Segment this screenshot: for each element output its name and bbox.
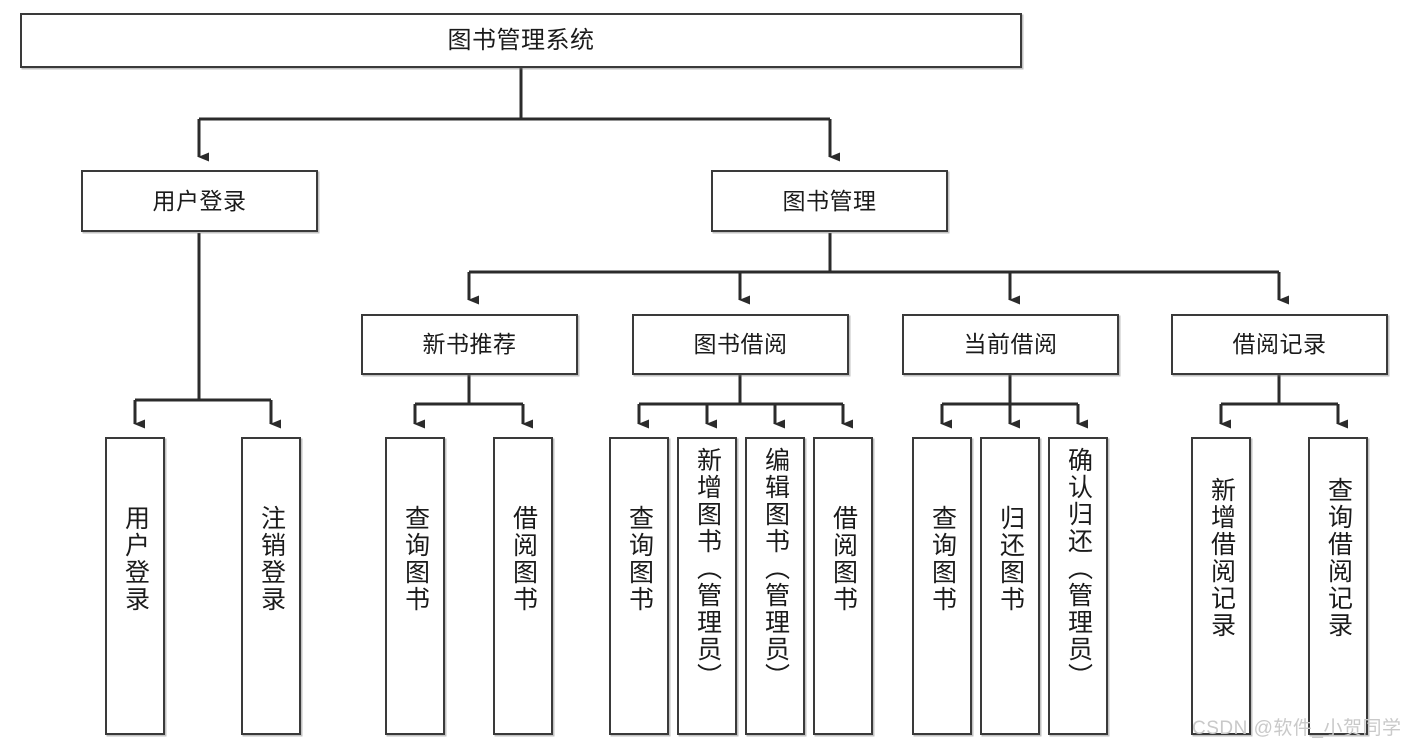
node-label: 用户登录 xyxy=(121,505,150,613)
node-label: 确认归还（管理员） xyxy=(1064,447,1093,690)
node-user-login[interactable]: 用户登录 xyxy=(81,170,318,232)
node-root-system[interactable]: 图书管理系统 xyxy=(20,13,1022,68)
leaf-book-borrow-edit-book[interactable]: 编辑图书（管理员） xyxy=(745,437,805,735)
leaf-book-borrow-query-book[interactable]: 查询图书 xyxy=(609,437,669,735)
node-label: 新增图书（管理员） xyxy=(693,447,722,690)
leaf-new-book-query-book[interactable]: 查询图书 xyxy=(385,437,445,735)
node-label: 查询图书 xyxy=(928,505,957,613)
leaf-new-book-borrow-book[interactable]: 借阅图书 xyxy=(493,437,553,735)
node-label: 借阅图书 xyxy=(829,505,858,613)
node-label: 编辑图书（管理员） xyxy=(761,447,790,690)
leaf-user-login-login[interactable]: 用户登录 xyxy=(105,437,165,735)
node-label: 查询图书 xyxy=(401,505,430,613)
leaf-current-borrow-query-book[interactable]: 查询图书 xyxy=(912,437,972,735)
node-label: 图书借阅 xyxy=(693,331,788,358)
node-label: 归还图书 xyxy=(996,505,1025,613)
node-new-book-recommend[interactable]: 新书推荐 xyxy=(361,314,578,375)
node-label: 用户登录 xyxy=(152,187,247,214)
leaf-current-borrow-confirm-return[interactable]: 确认归还（管理员） xyxy=(1048,437,1108,735)
leaf-borrow-record-query-record[interactable]: 查询借阅记录 xyxy=(1308,437,1368,735)
node-label: 新增借阅记录 xyxy=(1207,477,1236,639)
node-label: 新书推荐 xyxy=(422,331,517,358)
node-label: 查询借阅记录 xyxy=(1324,477,1353,639)
leaf-current-borrow-return-book[interactable]: 归还图书 xyxy=(980,437,1040,735)
leaf-borrow-record-add-record[interactable]: 新增借阅记录 xyxy=(1191,437,1251,735)
node-label: 查询图书 xyxy=(625,505,654,613)
node-book-management[interactable]: 图书管理 xyxy=(711,170,948,232)
leaf-book-borrow-borrow-book[interactable]: 借阅图书 xyxy=(813,437,873,735)
node-borrow-record[interactable]: 借阅记录 xyxy=(1171,314,1388,375)
node-current-borrow[interactable]: 当前借阅 xyxy=(902,314,1119,375)
node-label: 借阅记录 xyxy=(1232,331,1327,358)
node-label: 注销登录 xyxy=(257,505,286,613)
node-label: 图书管理 xyxy=(782,187,877,214)
node-label: 图书管理系统 xyxy=(447,26,595,54)
leaf-user-login-logout[interactable]: 注销登录 xyxy=(241,437,301,735)
node-label: 当前借阅 xyxy=(963,331,1058,358)
leaf-book-borrow-add-book[interactable]: 新增图书（管理员） xyxy=(677,437,737,735)
node-book-borrow[interactable]: 图书借阅 xyxy=(632,314,849,375)
node-label: 借阅图书 xyxy=(509,505,538,613)
csdn-watermark: CSDN @软件_小贺同学 xyxy=(1192,718,1402,739)
